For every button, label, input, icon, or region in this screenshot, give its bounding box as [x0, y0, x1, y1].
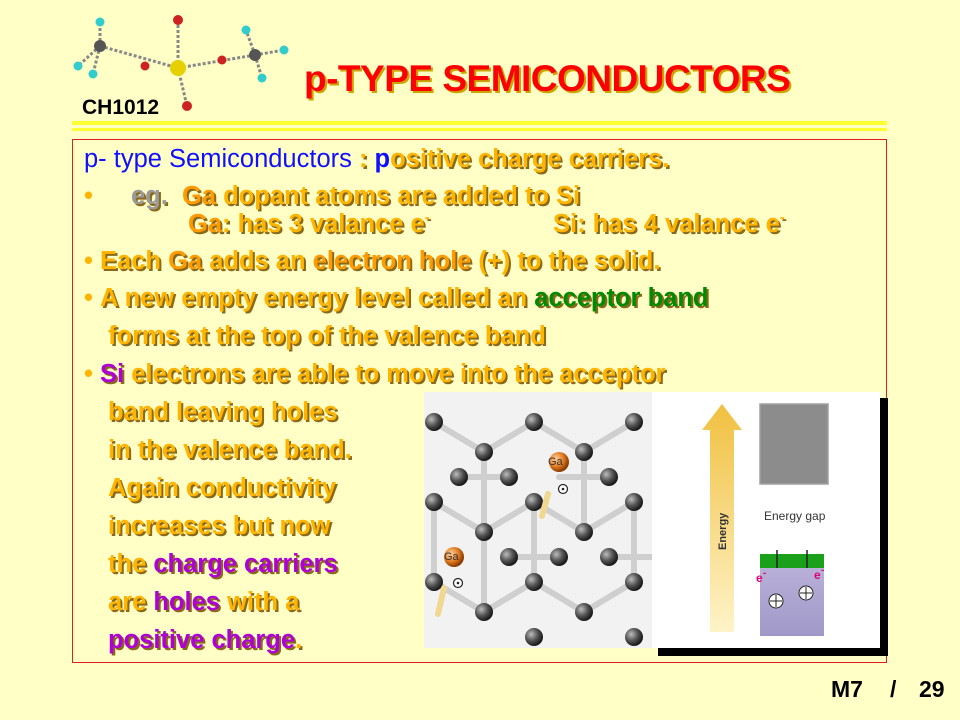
page-number: 29	[919, 676, 945, 702]
svg-text:-: -	[763, 568, 766, 579]
course-code: CH1012	[82, 96, 160, 119]
ga-valence-text: Ga: has 3 valance e-	[188, 209, 430, 238]
svg-text:-: -	[821, 565, 824, 576]
crystal-lattice-image: Ga Ga	[424, 392, 655, 648]
energy-axis-label: Energy	[717, 512, 729, 550]
hole-plus-icon	[798, 585, 814, 601]
bullet-si-line2: band leaving holes	[108, 398, 338, 426]
si-valence-text: Si: has 4 valance e-	[553, 209, 785, 238]
acceptor-band	[760, 554, 824, 568]
example-label: eg.	[130, 182, 168, 210]
definition-text: ositive charge carriers.	[390, 145, 670, 173]
definition-term: p- type Semiconductors	[84, 145, 352, 173]
energy-arrow-icon	[702, 404, 742, 632]
definition-line: p- type Semiconductors : positive charge…	[84, 145, 670, 173]
bullet-acceptor-band: • A new empty energy level called an acc…	[84, 284, 709, 312]
ga-label-1: Ga	[548, 456, 564, 468]
bullet-si-electrons: • Si electrons are able to move into the…	[84, 360, 666, 388]
bullet-example: •eg. Ga dopant atoms are added to Si	[84, 182, 581, 210]
bullet-si-line7: are holes with a	[108, 588, 300, 616]
energy-gap-label: Energy gap	[764, 509, 826, 523]
bullet-si-line6: the charge carriers	[108, 550, 338, 578]
title-rule-bottom	[72, 128, 887, 131]
semiconductor-figure: Ga Ga Energy Energy gap e - e -	[424, 392, 888, 656]
electron-label-2: e	[814, 568, 821, 582]
acceptor-band-term: acceptor band	[534, 284, 709, 312]
page-separator: /	[890, 676, 897, 702]
gallium-atom-2	[444, 547, 464, 567]
page-title: p-TYPE SEMICONDUCTORS	[304, 58, 791, 99]
gallium-atom-1	[549, 452, 569, 472]
bullet-electron-hole: • Each Ga adds an electron hole (+) to t…	[84, 247, 661, 275]
title-rule-top	[72, 121, 887, 125]
bullet-acceptor-band-line2: forms at the top of the valence band	[108, 322, 546, 350]
conduction-band	[759, 403, 829, 485]
module-number: M7	[831, 676, 863, 702]
band-diagram: Energy Energy gap e - e -	[652, 392, 888, 656]
hole-plus-icon	[768, 593, 784, 609]
bullet-si-line4: Again conductivity	[108, 474, 337, 502]
bullet-si-line5: increases but now	[108, 512, 331, 540]
electron-label-1: e	[756, 571, 763, 585]
bullet-si-line8: positive charge.	[108, 626, 303, 654]
bullet-si-line3: in the valence band.	[108, 436, 352, 464]
ga-label-2: Ga	[444, 551, 460, 563]
molecule-logo-icon	[73, 15, 289, 111]
